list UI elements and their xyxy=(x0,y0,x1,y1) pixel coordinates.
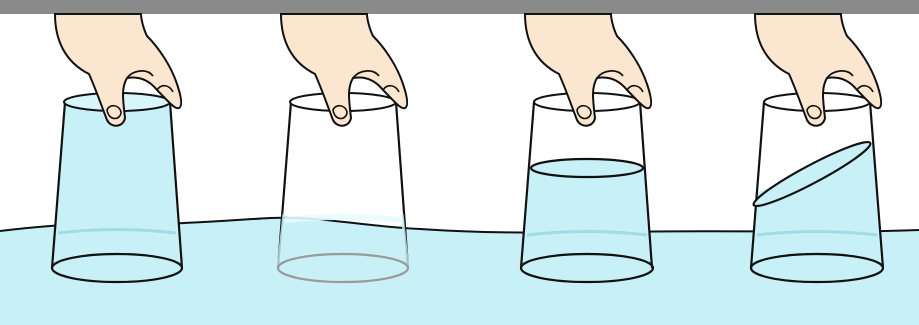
cup-3-inner-water-surface xyxy=(531,159,643,177)
hand-icon xyxy=(281,14,407,126)
top-frame xyxy=(0,0,919,14)
hand-icon xyxy=(525,14,651,126)
cup-1-water-fill xyxy=(52,102,182,268)
hand-icon xyxy=(755,14,881,126)
